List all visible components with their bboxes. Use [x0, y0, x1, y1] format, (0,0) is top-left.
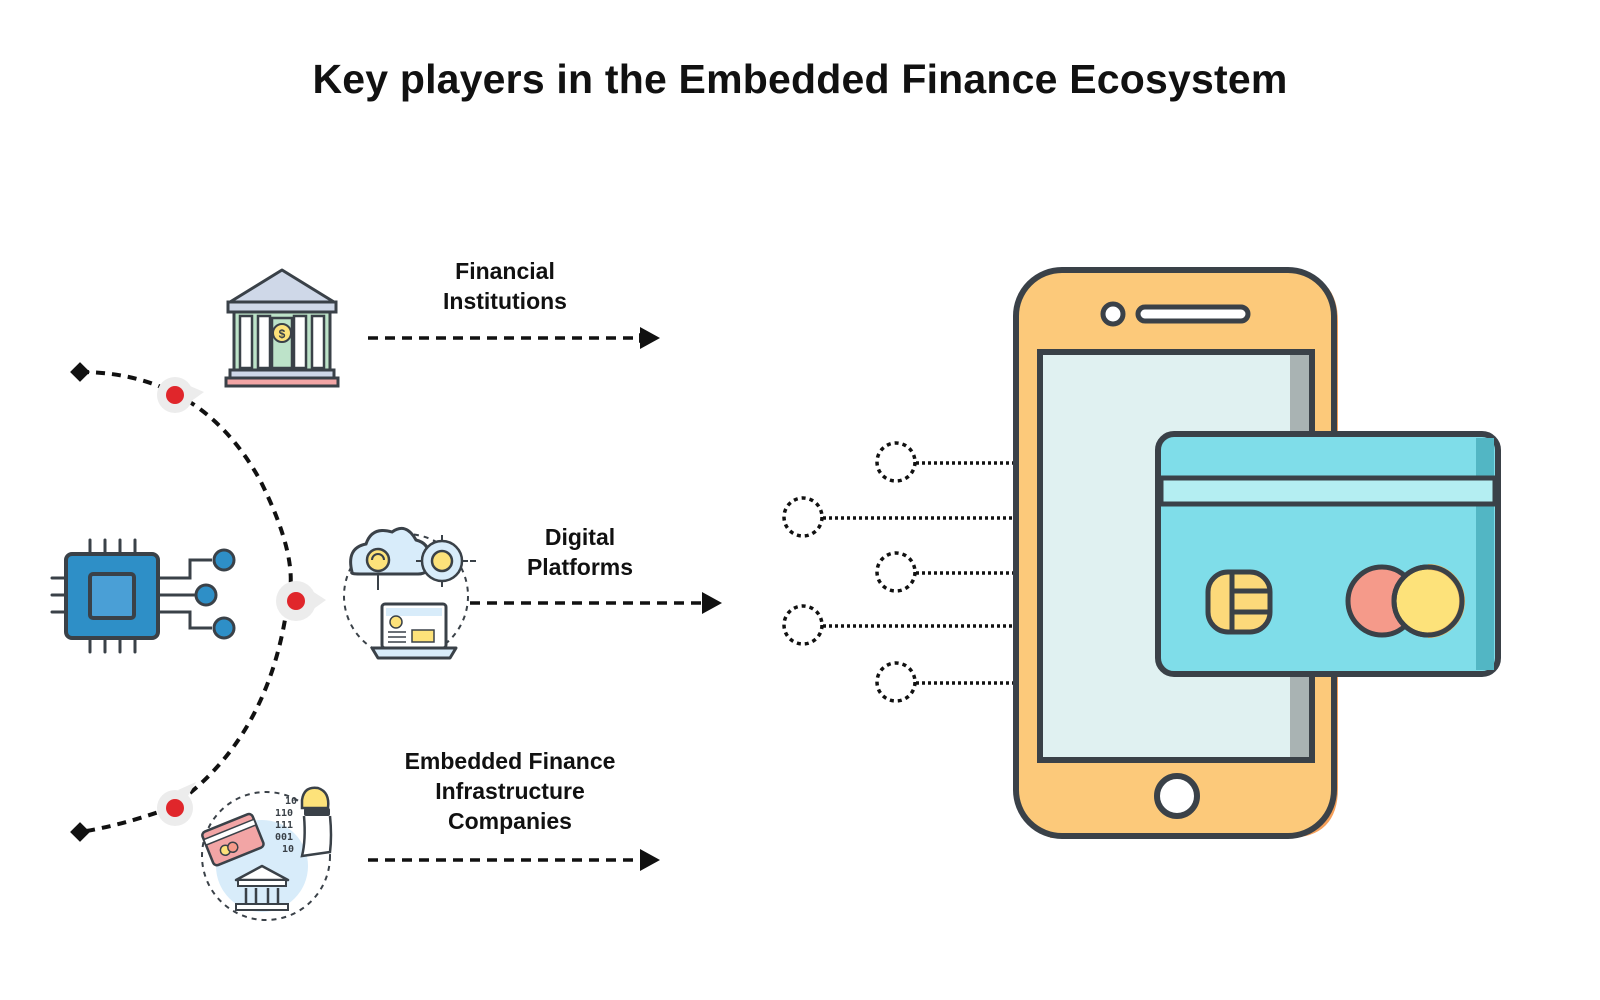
pin-marker-bottom: [157, 782, 196, 826]
connector-lines: [782, 441, 1024, 703]
label-line: Companies: [448, 808, 572, 834]
curved-dashed-path: [70, 362, 293, 842]
svg-text:$: $: [279, 327, 286, 341]
label-line: Digital: [544, 524, 616, 550]
arrow-embedded-finance-infrastructure: [368, 849, 660, 871]
pin-marker-top: [157, 377, 204, 413]
label-line: Financial: [455, 258, 555, 284]
label-embedded-finance-infrastructure: Embedded Finance Infrastructure Companie…: [375, 746, 645, 836]
path-end-diamond-top: [70, 362, 90, 382]
pin-marker-middle: [276, 581, 326, 621]
label-line: Embedded Finance: [404, 748, 616, 774]
label-digital-platforms: Digital Platforms: [480, 522, 680, 582]
path-end-diamond-bottom: [70, 822, 90, 842]
microchip-icon: [50, 538, 236, 654]
svg-text:001: 001: [275, 832, 293, 843]
arrow-digital-platforms: [470, 592, 722, 614]
label-line: Platforms: [526, 554, 634, 580]
cloud-gear-laptop-icon: [343, 526, 476, 660]
card-bank-coder-icon: 10 110 111 001 10: [201, 786, 333, 921]
page-title: Key players in the Embedded Finance Ecos…: [312, 56, 1288, 102]
svg-text:10: 10: [282, 844, 294, 855]
label-financial-institutions: Financial Institutions: [395, 256, 615, 316]
svg-text:10: 10: [285, 796, 297, 807]
label-line: Institutions: [443, 288, 567, 314]
svg-text:111: 111: [275, 820, 293, 831]
arrow-financial-institutions: [368, 327, 660, 349]
bank-icon: $: [224, 268, 340, 388]
phone-with-credit-card-icon: [1013, 267, 1501, 839]
label-line: Infrastructure: [435, 778, 585, 804]
svg-text:110: 110: [275, 808, 293, 819]
